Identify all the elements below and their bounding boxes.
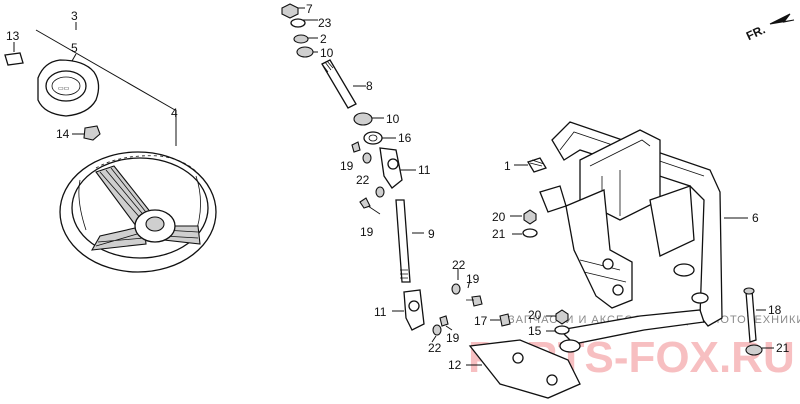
callout-19-lower: 19 — [446, 331, 460, 345]
emblem — [4, 52, 24, 66]
callout-11-lower: 11 — [374, 305, 387, 319]
callout-16: 16 — [398, 131, 412, 145]
intermediate-shaft-splines — [400, 269, 408, 279]
callout-9: 9 — [428, 227, 435, 241]
horn-pad-ring — [51, 76, 81, 96]
steering-hub-center — [145, 216, 165, 232]
steering-frame-group — [466, 121, 774, 399]
frame-right-boss — [673, 263, 695, 277]
callout-5: 5 — [71, 41, 78, 55]
bolt-19-lower-right — [471, 295, 483, 307]
callout-11-upper: 11 — [418, 163, 431, 177]
horn-pad-center — [45, 70, 87, 102]
bolt-18-head — [743, 287, 755, 295]
nut-22-mid — [375, 186, 385, 198]
steering-wheel-group: ▭▭ — [4, 22, 217, 273]
lower-leaders — [431, 268, 500, 343]
steering-column-group — [281, 3, 511, 343]
column-bracket — [565, 189, 633, 309]
frame-right-box — [649, 185, 695, 257]
callout-3: 3 — [71, 9, 78, 23]
callout-22-lower: 22 — [428, 341, 442, 355]
bolt-19-mid-shank — [367, 205, 381, 215]
nut-22-upper — [362, 152, 372, 164]
joint-cross-lower — [408, 300, 420, 312]
washer-15 — [554, 325, 570, 335]
bolt-19-mid — [359, 197, 371, 209]
callout-8: 8 — [366, 79, 373, 93]
callout-14: 14 — [56, 127, 70, 141]
callout-21-upper: 21 — [492, 227, 506, 241]
callout-19-upper: 19 — [340, 159, 354, 173]
upper-shaft — [321, 59, 357, 109]
plate-hole-2 — [546, 374, 558, 386]
callout-19-lower-right: 19 — [466, 272, 480, 286]
horn-pad-logo-icon: ▭▭ — [58, 86, 70, 92]
callout-20-upper: 20 — [492, 210, 506, 224]
washer-21-lower — [745, 344, 763, 356]
collar-10-upper — [296, 46, 314, 58]
bracket-hole-1 — [602, 258, 614, 270]
frame-lower-boss — [559, 339, 581, 353]
bracket-hole-2 — [612, 284, 624, 296]
callout-23: 23 — [318, 16, 332, 30]
frame-tube-edge — [559, 131, 705, 177]
washer-21-upper — [522, 228, 538, 238]
nut-20-upper — [523, 209, 537, 225]
callout-21-lower: 21 — [776, 341, 790, 355]
callout-15: 15 — [528, 324, 542, 338]
nut-22-lower-right — [451, 283, 461, 295]
bracket-upper-tab — [539, 185, 567, 213]
callout-17: 17 — [474, 314, 488, 328]
callout-6: 6 — [752, 211, 759, 225]
nut-7 — [281, 3, 299, 19]
front-label: FR. — [744, 22, 767, 43]
callout-2: 2 — [320, 32, 327, 46]
front-direction-marker: FR. — [744, 13, 795, 43]
joint-cross-upper — [387, 158, 399, 170]
washer-16-hole — [368, 134, 378, 142]
callout-18: 18 — [768, 303, 782, 317]
leader-3-4 — [35, 22, 177, 146]
callout-22-upper: 22 — [356, 173, 370, 187]
callout-22-lower-right: 22 — [452, 258, 466, 272]
lower-frame-leaders — [546, 315, 556, 332]
plate-hole-1 — [512, 352, 524, 364]
washer-16 — [363, 131, 383, 145]
callout-labels: 3 13 5 4 14 7 23 2 10 8 10 16 19 11 22 1… — [6, 2, 790, 372]
callout-13: 13 — [6, 29, 20, 43]
callout-12: 12 — [448, 358, 462, 372]
upper-shaft-splines — [321, 60, 334, 73]
callout-10-lower: 10 — [386, 112, 400, 126]
washer-2 — [293, 34, 309, 44]
column-bracket-ribs — [579, 259, 627, 283]
bolt-19-lower — [439, 315, 449, 327]
callout-4: 4 — [171, 106, 178, 120]
callout-7: 7 — [306, 2, 313, 16]
steering-nut — [83, 125, 101, 141]
callout-1: 1 — [504, 159, 511, 173]
frame-leaders — [510, 215, 748, 235]
intermediate-shaft — [395, 199, 411, 283]
bolt-17 — [499, 313, 511, 327]
nut-20-lower — [555, 309, 569, 325]
nut-22-lower — [432, 324, 442, 336]
bolt-18-leaders — [756, 309, 774, 349]
bolt-19-upper — [351, 141, 361, 153]
callout-19-mid: 19 — [360, 225, 374, 239]
callout-20-lower: 20 — [528, 308, 542, 322]
front-arrow-icon — [769, 13, 795, 25]
frame-right-mount — [691, 292, 709, 304]
spoke-lower-left-ribs — [95, 231, 145, 247]
spoke-upper-ribs — [99, 167, 150, 221]
spring-1-coils — [529, 159, 545, 167]
collar-10-lower — [353, 112, 373, 126]
washer-23 — [290, 18, 306, 28]
callout-10-upper: 10 — [320, 46, 334, 60]
